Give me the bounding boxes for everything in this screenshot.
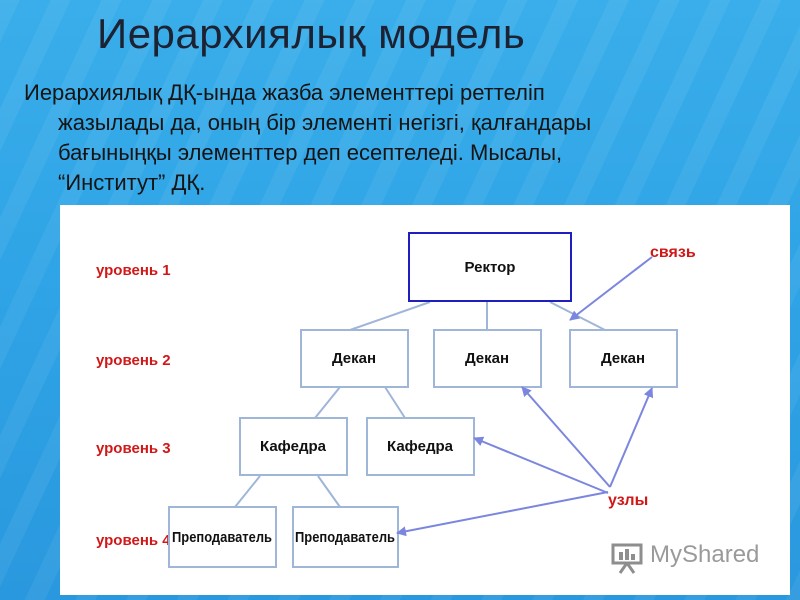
node-rector: Ректор bbox=[408, 232, 572, 302]
annotation-link-arrow bbox=[569, 256, 653, 321]
edge-rector-dean-3 bbox=[549, 301, 606, 331]
node-label: Декан bbox=[465, 350, 509, 367]
level-label-4: уровень 4 bbox=[96, 532, 171, 549]
annotation-nodes-arrow bbox=[473, 436, 609, 494]
node-label: Декан bbox=[332, 350, 376, 367]
watermark-text: MyShared bbox=[650, 541, 760, 568]
slide-body-text: Иерархиялық ДҚ-ында жазба элементтері ре… bbox=[24, 78, 724, 198]
body-line: бағыныңқы элементтер деп есептеледі. Мыс… bbox=[58, 140, 563, 165]
level-label-2: уровень 2 bbox=[96, 352, 171, 369]
node-dean-2: Декан bbox=[433, 329, 542, 388]
node-dean-1: Декан bbox=[300, 329, 409, 388]
node-label: Кафедра bbox=[387, 438, 454, 455]
node-teacher-2: Преподаватель bbox=[292, 506, 399, 568]
hierarchy-diagram: уровень 1 уровень 2 уровень 3 уровень 4 … bbox=[60, 205, 790, 595]
edge-dept-teacher-1 bbox=[234, 475, 261, 508]
body-line: жазылады да, оның бір элементі негізгі, … bbox=[58, 110, 592, 135]
edge-rector-dean-1 bbox=[349, 301, 431, 331]
edge-dept-teacher-2 bbox=[317, 475, 341, 508]
tree-edges bbox=[234, 301, 606, 508]
node-label: Преподаватель bbox=[295, 529, 395, 546]
level-label-3: уровень 3 bbox=[96, 440, 171, 457]
myshared-watermark: MyShared bbox=[608, 538, 778, 574]
edge-dean-dept-1 bbox=[314, 386, 341, 419]
edge-dean-dept-2 bbox=[384, 386, 406, 419]
presentation-board-icon bbox=[611, 543, 643, 574]
annotation-nodes-label: узлы bbox=[608, 492, 648, 509]
node-dept-1: Кафедра bbox=[239, 417, 348, 476]
node-label: Кафедра bbox=[260, 438, 327, 455]
node-teacher-1: Преподаватель bbox=[168, 506, 277, 568]
node-label: Декан bbox=[601, 350, 645, 367]
level-label-1: уровень 1 bbox=[96, 262, 171, 279]
hierarchy-diagram-svg: уровень 1 уровень 2 уровень 3 уровень 4 … bbox=[96, 232, 696, 568]
annotation-nodes-arrow bbox=[521, 386, 611, 488]
node-label: Ректор bbox=[465, 259, 516, 276]
annotation-link-label: связь bbox=[650, 244, 696, 261]
body-line: Иерархиялық ДҚ-ында жазба элементтері ре… bbox=[24, 80, 545, 105]
node-label: Преподаватель bbox=[172, 529, 272, 546]
node-dept-2: Кафедра bbox=[366, 417, 475, 476]
annotation-nodes-arrow bbox=[609, 387, 654, 488]
annotation-nodes-arrow bbox=[396, 491, 609, 537]
body-line: “Институт” ДҚ. bbox=[58, 170, 206, 195]
node-dean-3: Декан bbox=[569, 329, 678, 388]
slide-title: Иерархиялық модель bbox=[97, 10, 526, 57]
